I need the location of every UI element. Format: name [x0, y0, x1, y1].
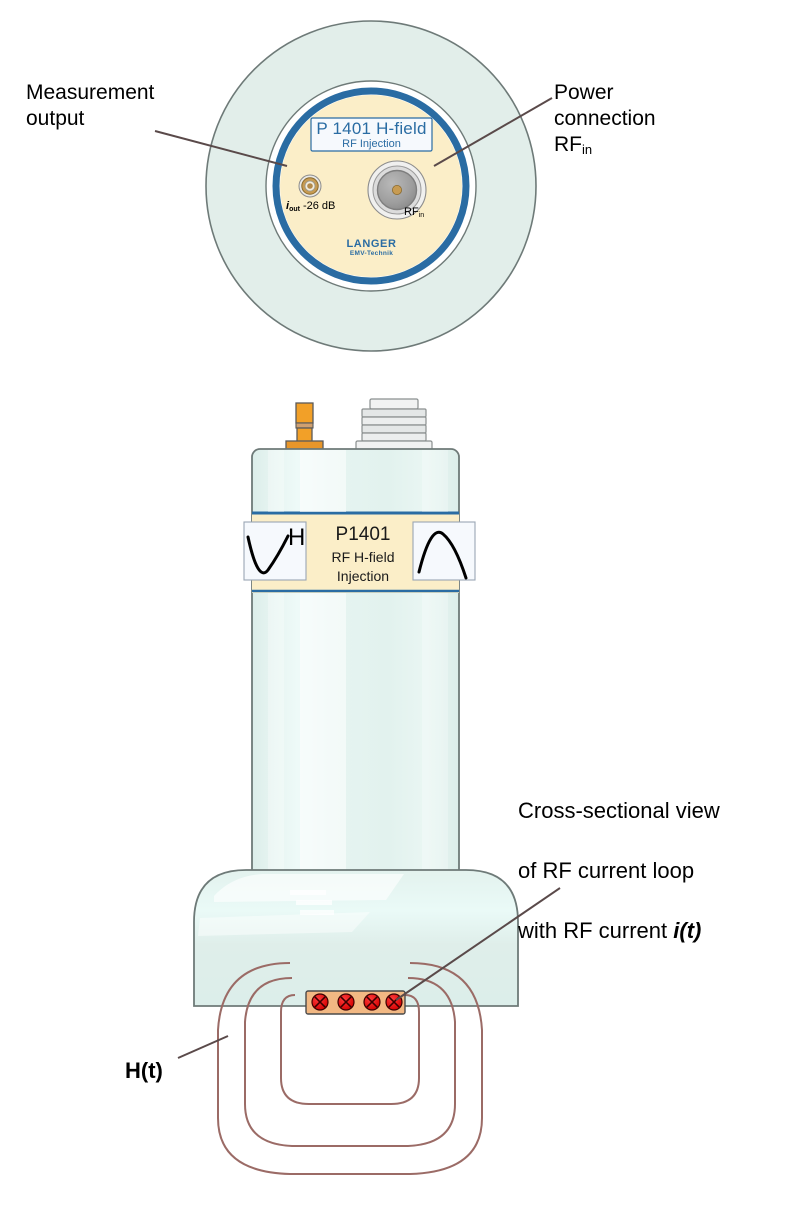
i-subscript: out	[289, 206, 300, 213]
sine-wave-right-icon	[417, 530, 468, 580]
body-highlight-2	[300, 450, 346, 512]
base-highlight-top	[214, 874, 404, 902]
power-annotation-subscript: in	[582, 142, 593, 157]
top-view-group	[154, 20, 553, 352]
rf-subscript: in	[418, 212, 425, 219]
annotation-h-field: H(t)	[125, 1058, 163, 1083]
side-view-group	[177, 398, 561, 1175]
field-line-outer	[217, 962, 483, 1175]
cross-line-3-text: with RF current	[518, 918, 674, 943]
body-highlight-4	[300, 593, 346, 889]
base-sheen-3	[300, 910, 334, 915]
annotation-measurement-output: Measurement output	[26, 81, 155, 130]
base-sheen-1	[290, 890, 326, 895]
field-line-middle	[244, 977, 456, 1147]
current-marker	[337, 993, 355, 1011]
current-symbol-it: i(t)	[673, 918, 702, 943]
measurement-output-port	[298, 174, 322, 198]
leader-line-power	[433, 97, 553, 167]
rf-text: RF	[404, 206, 419, 218]
brand-tagline: EMV-Technik	[349, 250, 394, 257]
body-highlight-6	[422, 450, 448, 512]
power-annotation-text: Power connection RF	[554, 81, 656, 156]
top-plate-title: P 1401 H-field	[316, 119, 427, 138]
base-sheen-2	[296, 900, 332, 905]
smb-connector-orange	[285, 402, 324, 450]
top-label-plate	[310, 117, 433, 152]
cross-line-3: with RF current i(t)	[518, 916, 720, 946]
cross-line-2: of RF current loop	[518, 858, 695, 883]
h-symbol-label: H	[288, 524, 306, 551]
body-highlight-5	[422, 593, 448, 889]
body-highlight-1	[268, 450, 284, 512]
body-highlight-3	[268, 593, 284, 889]
cross-line-1: Cross-sectional view	[518, 798, 720, 823]
current-marker	[363, 993, 381, 1011]
leader-line-hfield	[177, 1035, 229, 1059]
i-symbol: i	[286, 200, 290, 212]
top-plate-subtitle: RF Injection	[342, 138, 401, 150]
current-into-page-markers	[311, 993, 403, 1011]
body-model-label: P1401	[335, 524, 391, 545]
magnetic-field-lines	[217, 962, 483, 1175]
annotation-power-connection: Power connection RFin	[554, 80, 656, 163]
field-line-inner	[280, 994, 420, 1105]
base-highlight-mid	[198, 912, 370, 936]
i-value: -26 dB	[302, 200, 336, 212]
power-connection-port	[367, 160, 427, 220]
annotation-cross-section: Cross-sectional view of RF current loop …	[518, 766, 720, 976]
blue-bezel-ring	[272, 87, 470, 285]
leader-line-measurement	[154, 130, 288, 167]
body-label-line2: RF H-field	[331, 549, 395, 565]
symbol-window-right	[412, 521, 476, 581]
rf-current-loop-cross-section	[305, 990, 406, 1015]
power-port-label: RFin	[404, 206, 424, 219]
conductor-bar	[305, 990, 406, 1015]
sma-connector-silver	[355, 398, 433, 452]
current-marker	[311, 993, 329, 1011]
sine-wave-left-icon	[246, 534, 290, 575]
symbol-window-left	[243, 521, 307, 581]
body-label-line3: Injection	[336, 568, 390, 584]
brand-name: LANGER	[346, 238, 397, 250]
leader-line-cross-section	[395, 887, 561, 1001]
measurement-port-label: iout-26 dB	[286, 200, 335, 213]
